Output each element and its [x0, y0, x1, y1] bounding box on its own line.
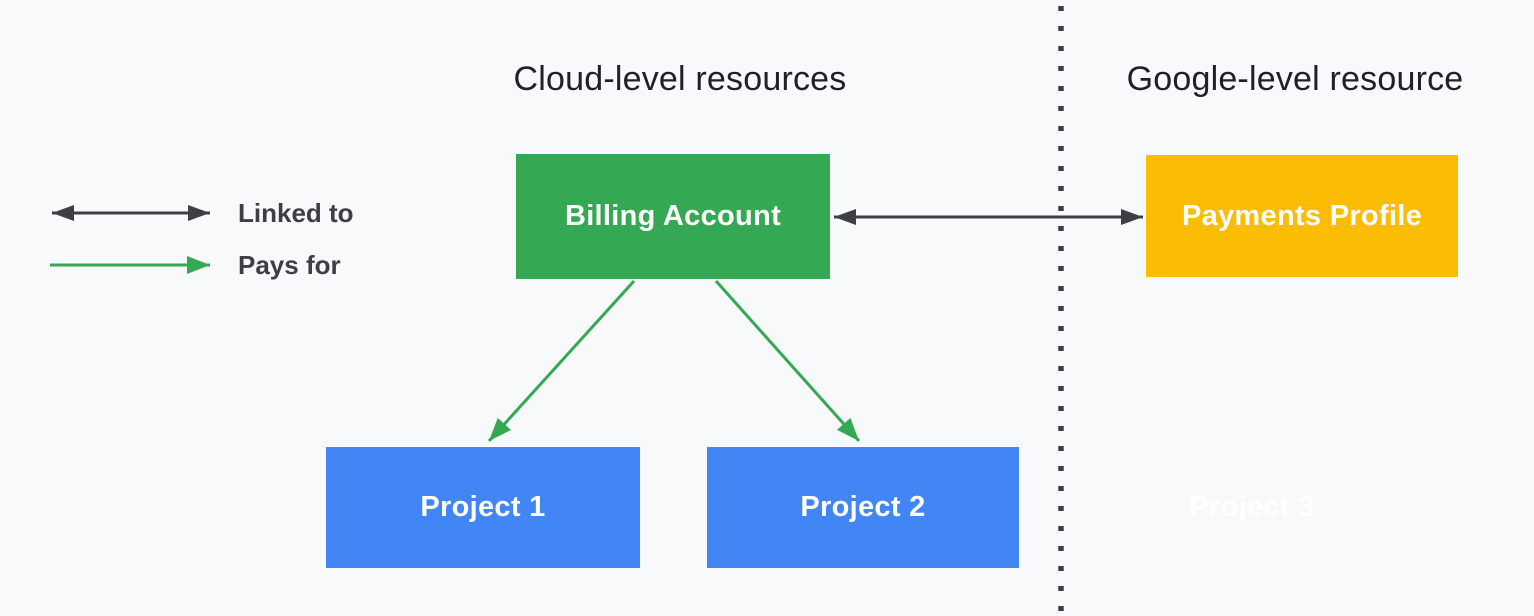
- project-3-label: Project 3: [1189, 491, 1315, 523]
- project-2-label: Project 2: [800, 491, 926, 523]
- project-3-node: Project 3: [1095, 447, 1409, 568]
- payments-profile-label: Payments Profile: [1181, 199, 1423, 232]
- project-1-node: Project 1: [326, 447, 640, 568]
- cloud-level-resources-title: Cloud-level resources: [513, 60, 847, 98]
- project-1-label: Project 1: [420, 491, 546, 523]
- project-2-node: Project 2: [707, 447, 1019, 568]
- billing-account-node: Billing Account: [516, 154, 830, 279]
- legend-linked-to-label: Linked to: [238, 198, 354, 228]
- legend-pays-for-label: Pays for: [238, 250, 341, 280]
- pays-for-arrow-project-2: [714, 280, 861, 442]
- billing-account-label: Billing Account: [564, 200, 782, 232]
- google-level-resource-title: Google-level resource: [1126, 60, 1464, 98]
- pays-for-arrow-project-1: [487, 279, 636, 443]
- payments-profile-node: Payments Profile: [1146, 155, 1458, 277]
